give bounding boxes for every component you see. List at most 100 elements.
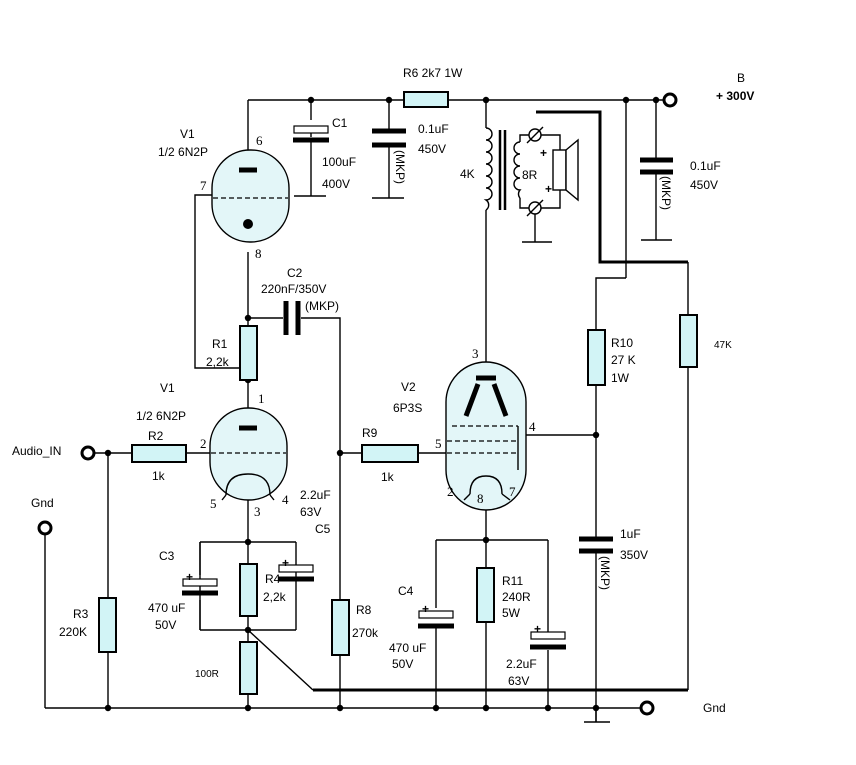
- r11-power: 5W: [502, 606, 521, 620]
- r3-label: R3: [73, 607, 89, 621]
- c1-label: C1: [332, 116, 348, 130]
- r10-label: R10: [611, 336, 633, 350]
- c7-value: 1uF: [620, 527, 641, 541]
- r3-resistor: [98, 597, 117, 653]
- r9-value: 1k: [381, 470, 395, 484]
- r9-label: R9: [362, 426, 378, 440]
- r2-value: 1k: [152, 469, 166, 483]
- c5-capacitor: [278, 564, 314, 582]
- c-top-capacitor: [372, 128, 406, 148]
- c3-plus: +: [186, 570, 193, 584]
- c-right-voltage: 450V: [690, 178, 718, 192]
- c3-capacitor: [182, 578, 218, 596]
- v1b-pin-2: 2: [200, 436, 207, 451]
- v1b-pin-1: 1: [258, 391, 265, 406]
- c5-voltage: 63V: [300, 505, 321, 519]
- xfmr-secondary-label: 8R: [522, 168, 538, 182]
- r4-label: R4: [265, 572, 281, 586]
- speaker-icon: [526, 126, 579, 217]
- speaker-plus-sign: +: [540, 146, 547, 160]
- r11-resistor: [476, 567, 495, 623]
- c1-voltage: 400V: [322, 177, 350, 191]
- c-top-mkp: (MKP): [393, 150, 407, 184]
- r2-label: R2: [148, 429, 164, 443]
- r6-label: R6 2k7 1W: [403, 66, 463, 80]
- r100-resistor: [239, 641, 258, 695]
- c-top-voltage: 450V: [418, 142, 446, 156]
- c1-capacitor: [293, 125, 329, 143]
- v1a-pin-8: 8: [255, 246, 262, 261]
- v2-pin-8: 8: [477, 491, 484, 506]
- r1-label: R1: [212, 337, 228, 351]
- c-right-mkp: (MKP): [659, 176, 673, 210]
- v2-pin-4: 4: [529, 419, 536, 434]
- c6-value: 2.2uF: [506, 657, 537, 671]
- r100-value: 100R: [195, 669, 219, 680]
- c2-capacitor: [283, 301, 301, 335]
- b-plus-terminal: [662, 92, 678, 108]
- r10-resistor: [587, 329, 606, 386]
- gnd-right-terminal: [639, 700, 655, 716]
- feedback-wires: [313, 110, 688, 692]
- c-top-value: 0.1uF: [418, 122, 449, 136]
- v2-pin-7: 7: [509, 484, 516, 499]
- v2-pin-3: 3: [472, 346, 479, 361]
- r4-value: 2,2k: [263, 590, 287, 604]
- c4-value: 470 uF: [389, 641, 426, 655]
- c2-value: 220nF/350V: [261, 282, 326, 296]
- r2-resistor: [131, 444, 187, 463]
- v2-label: V2: [401, 380, 416, 394]
- audio-in-terminal: [80, 445, 96, 461]
- v1-upper-type: 1/2 6N2P: [158, 145, 208, 159]
- v1-lower-type: 1/2 6N2P: [136, 409, 186, 423]
- r1-value: 2,2k: [206, 355, 230, 369]
- v1-upper-tube: [211, 149, 290, 243]
- v1-lower-tube: [209, 407, 288, 501]
- v2-tube: [445, 361, 527, 511]
- speaker-minus-plus-sign: +: [545, 182, 552, 196]
- r11-label: R11: [502, 574, 523, 588]
- c3-value: 470 uF: [148, 601, 185, 615]
- c7-capacitor: [579, 536, 613, 554]
- r11-value: 240R: [502, 590, 531, 604]
- r4-resistor: [239, 563, 258, 617]
- v1b-pin-4: 4: [282, 492, 289, 507]
- r1-resistor: [239, 325, 258, 381]
- c2-label: C2: [287, 266, 303, 280]
- c-right-capacitor: [640, 157, 673, 175]
- b-voltage-label: + 300V: [716, 89, 754, 103]
- r10-power: 1W: [611, 371, 630, 385]
- labels: R6 2k7 1W B + 300V V1 1/2 6N2P C1 100uF …: [12, 66, 754, 715]
- c7-voltage: 350V: [620, 548, 648, 562]
- pin-numbers: 6 7 8 1 2 3 4 5 2 3 4 5 7 8: [200, 133, 536, 519]
- r8-label: R8: [356, 603, 372, 617]
- v1a-pin-7: 7: [200, 178, 207, 193]
- output-transformer: [483, 127, 522, 211]
- c3-label: C3: [159, 549, 175, 563]
- gnd-left-terminal: [37, 520, 53, 536]
- c7-mkp: (MKP): [598, 556, 612, 590]
- v2-type: 6P3S: [393, 401, 422, 415]
- r10-value: 27 K: [611, 353, 636, 367]
- c4-voltage: 50V: [392, 657, 413, 671]
- c-right-value: 0.1uF: [690, 159, 721, 173]
- gnd-left-label: Gnd: [31, 496, 54, 510]
- v1a-pin-6: 6: [256, 133, 263, 148]
- c4-plus: +: [422, 602, 429, 616]
- r8-resistor: [331, 599, 350, 656]
- v2-pin-2: 2: [447, 484, 454, 499]
- v1-upper-label: V1: [180, 127, 195, 141]
- c2-mkp: (MKP): [305, 299, 339, 313]
- c5-label: C5: [315, 522, 331, 536]
- r9-resistor: [361, 444, 419, 463]
- r47k-resistor: [679, 314, 698, 368]
- c6-voltage: 63V: [508, 674, 529, 688]
- c5-plus: +: [282, 556, 289, 570]
- c3-voltage: 50V: [155, 618, 176, 632]
- junctions: [104, 96, 660, 712]
- v1b-pin-5: 5: [210, 496, 217, 511]
- v1b-pin-3: 3: [254, 504, 261, 519]
- c6-capacitor: [530, 631, 566, 650]
- r6-resistor: [403, 91, 449, 108]
- c6-plus: +: [534, 622, 541, 636]
